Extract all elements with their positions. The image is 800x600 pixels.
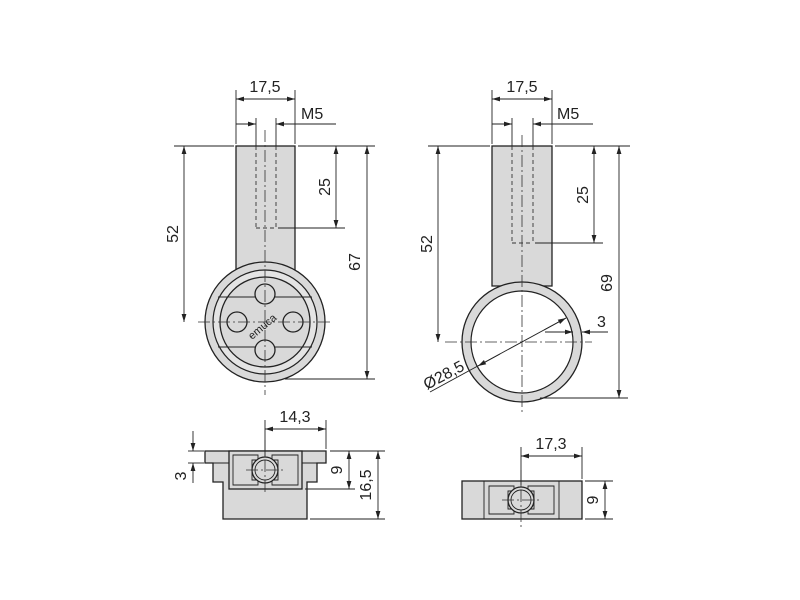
support-with-logo-top-view: 14,3 3 9 16,5 bbox=[173, 409, 385, 520]
dim-height: 9 bbox=[585, 495, 602, 504]
dim-center-height: 52 bbox=[165, 225, 182, 243]
dim-half-width: 14,3 bbox=[279, 409, 310, 426]
dim-center-height: 52 bbox=[419, 235, 436, 253]
dim-inner-height: 9 bbox=[329, 465, 346, 474]
support-ring-front-view: 17,5 M5 52 25 69 3 Ø28,5 bbox=[419, 79, 630, 412]
support-with-logo-front-view: emuca 17,5 M5 52 25 67 bbox=[165, 79, 375, 395]
dim-wall-thickness: 3 bbox=[597, 314, 606, 331]
dim-half-width: 17,3 bbox=[535, 436, 566, 453]
dim-total-height: 16,5 bbox=[358, 469, 375, 500]
dim-flange: 3 bbox=[173, 471, 190, 480]
dim-thread: M5 bbox=[301, 106, 323, 123]
dim-total-height: 67 bbox=[347, 253, 364, 271]
dim-width: 17,5 bbox=[249, 79, 280, 96]
dim-thread: M5 bbox=[557, 106, 579, 123]
dim-diameter: Ø28,5 bbox=[421, 358, 468, 394]
dim-thread-depth: 25 bbox=[317, 178, 334, 196]
dim-thread-depth: 25 bbox=[575, 186, 592, 204]
dim-total-height: 69 bbox=[599, 274, 616, 292]
support-ring-top-view: 17,3 9 bbox=[461, 436, 613, 527]
dim-width: 17,5 bbox=[506, 79, 537, 96]
